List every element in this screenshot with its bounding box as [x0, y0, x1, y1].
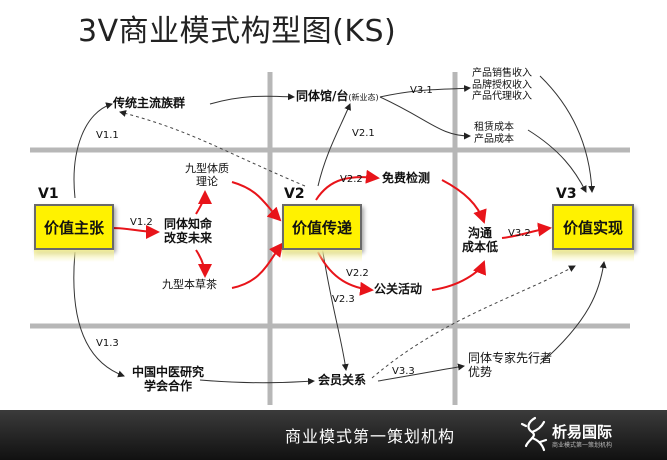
value-delivery-reflection [282, 250, 362, 262]
footer-logo: 析易国际 [552, 423, 613, 441]
edge-to-nine-theory [195, 190, 212, 215]
edge-dashed-feedback-bottom [371, 265, 576, 379]
value-proposition-box: 价值主张 [34, 204, 114, 250]
knowledge-line1: 同体知命 [163, 217, 212, 231]
communication-node: 沟通 成本低 [458, 226, 502, 255]
footer-bar [0, 410, 667, 460]
edge-label-v3-2: V3.2 [508, 228, 531, 239]
edge-free-test-to-comm [441, 179, 487, 224]
v1-label: V1 [38, 186, 59, 202]
edge-label-v3-3: V3.3 [392, 366, 415, 377]
value-realization-reflection [552, 250, 634, 262]
edge-label-v2-1: V2.1 [352, 128, 375, 139]
communication-line2: 成本低 [461, 239, 498, 254]
communication-line1: 沟通 [467, 226, 492, 240]
nine-type-theory-line1: 九型体质 [185, 162, 229, 175]
v2-label: V2 [284, 186, 305, 202]
edge-label-v1-3: V1.3 [96, 338, 119, 349]
pr-activity-node: 公关活动 [374, 282, 423, 296]
edge-label-v2-2b: V2.2 [346, 268, 369, 279]
herbal-tea-node: 九型本草茶 [162, 278, 217, 291]
page-title: 3V商业模式构型图(KS) [78, 14, 397, 49]
edge-label-v2-2a: V2.2 [340, 174, 363, 185]
cost-list: 租赁成本 产品成本 [474, 122, 514, 145]
cost-product: 产品成本 [474, 133, 514, 145]
value-realization-box: 价值实现 [552, 204, 634, 250]
expert-line1: 同体专家先行者 [468, 351, 553, 365]
edge-expert-to-v3 [539, 261, 607, 365]
edge-dashed-feedback-top [119, 110, 306, 187]
revenue-list: 产品销售收入 品牌授权收入 产品代理收入 [472, 68, 532, 103]
revenue-brand-license: 品牌授权收入 [472, 79, 532, 91]
knowledge-line2: 改变未来 [163, 230, 212, 245]
edge-v2-1 [317, 103, 351, 187]
edge-to-herbal-tea [195, 249, 212, 278]
free-test-node: 免费检测 [382, 171, 431, 185]
cost-rent: 租赁成本 [474, 122, 514, 133]
revenue-product-sales: 产品销售收入 [472, 68, 532, 79]
edge-hall-to-cost [379, 96, 471, 140]
tongti-hall-node: 同体馆/台(新业态) [296, 89, 379, 104]
value-proposition-reflection [34, 250, 114, 262]
edge-v1-1 [73, 102, 113, 199]
knowledge-node: 同体知命 改变未来 [158, 217, 218, 246]
v3-label: V3 [556, 186, 577, 202]
membership-node: 会员关系 [318, 373, 367, 387]
edge-label-v2-3: V2.3 [332, 294, 355, 305]
tongti-hall-text: 同体馆/台 [296, 89, 349, 103]
edge-label-v1-2: V1.2 [130, 217, 153, 228]
edge-v3-3 [377, 363, 465, 382]
dashed-connectors [119, 110, 576, 379]
edge-label-v3-1: V3.1 [410, 85, 433, 96]
edge-v3-2 [501, 222, 552, 239]
black-connectors [73, 75, 607, 385]
gecko-logo-icon [520, 416, 548, 452]
edge-label-v1-1: V1.1 [96, 130, 119, 141]
edge-revenue-to-v3 [539, 75, 596, 193]
edge-tcm-to-member [199, 377, 315, 385]
edge-v1-3 [73, 251, 125, 378]
footer-slogan: 商业模式第一策划机构 [285, 427, 456, 446]
traditional-groups-node: 传统主流族群 [113, 96, 186, 110]
nine-type-theory-line2: 理论 [196, 174, 218, 188]
footer-logo-tagline: 商业模式第一策划机构 [552, 442, 613, 449]
tcm-line1: 中国中医研究 [131, 365, 204, 379]
expert-node: 同体专家先行者 优势 [468, 351, 553, 380]
edge-v1-2 [111, 224, 160, 239]
red-connectors [111, 169, 552, 296]
new-format-text: (新业态) [348, 93, 379, 102]
value-delivery-box: 价值传递 [282, 204, 362, 250]
revenue-agency: 产品代理收入 [472, 91, 532, 102]
edge-v3-1 [379, 84, 471, 98]
edge-pr-to-comm [431, 260, 487, 291]
expert-line2: 优势 [468, 364, 493, 379]
edge-tea-to-v2 [231, 242, 284, 289]
nine-type-theory-node: 九型体质 理论 [178, 162, 236, 188]
edge-v2-2a [315, 169, 380, 201]
edge-theory-to-v2 [231, 181, 282, 222]
edge-cost-to-v3 [527, 129, 587, 193]
tcm-line2: 学会合作 [143, 378, 192, 393]
edge-traditional-to-hall [209, 93, 295, 105]
tcm-cooperation-node: 中国中医研究 学会合作 [118, 365, 218, 394]
